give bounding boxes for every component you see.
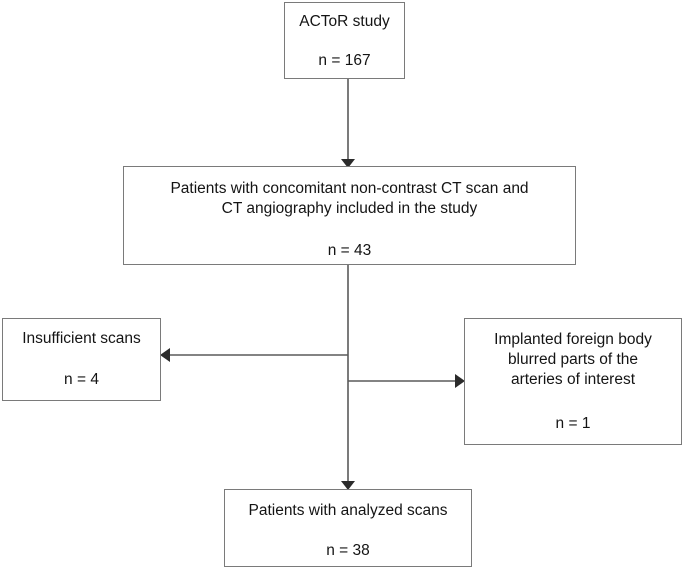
connector-to-insufficient bbox=[160, 348, 348, 362]
node-analyzed-scans-count: n = 38 bbox=[326, 541, 370, 559]
node-actor-study-label: ACToR study bbox=[299, 13, 390, 30]
node-actor-study-count: n = 167 bbox=[318, 51, 371, 69]
connector-to-implanted bbox=[348, 374, 465, 388]
node-insufficient-scans-count: n = 4 bbox=[64, 370, 99, 388]
node-implanted-foreign-body-label: Implanted foreign body blurred parts of … bbox=[494, 331, 652, 388]
node-analyzed-scans: Patients with analyzed scans n = 38 bbox=[224, 489, 472, 567]
connector-trunk bbox=[341, 265, 355, 490]
node-insufficient-scans: Insufficient scans n = 4 bbox=[2, 318, 161, 401]
node-included-patients-count: n = 43 bbox=[327, 241, 372, 259]
node-included-patients: Patients with concomitant non-contrast C… bbox=[123, 166, 576, 265]
node-included-patients-label: Patients with concomitant non-contrast C… bbox=[170, 180, 529, 217]
connector-study-to-included bbox=[341, 79, 355, 168]
node-insufficient-scans-label: Insufficient scans bbox=[22, 330, 141, 347]
node-implanted-foreign-body: Implanted foreign body blurred parts of … bbox=[464, 318, 682, 445]
node-analyzed-scans-label: Patients with analyzed scans bbox=[248, 502, 448, 519]
node-implanted-foreign-body-count: n = 1 bbox=[555, 415, 591, 433]
node-actor-study: ACToR study n = 167 bbox=[284, 2, 405, 79]
